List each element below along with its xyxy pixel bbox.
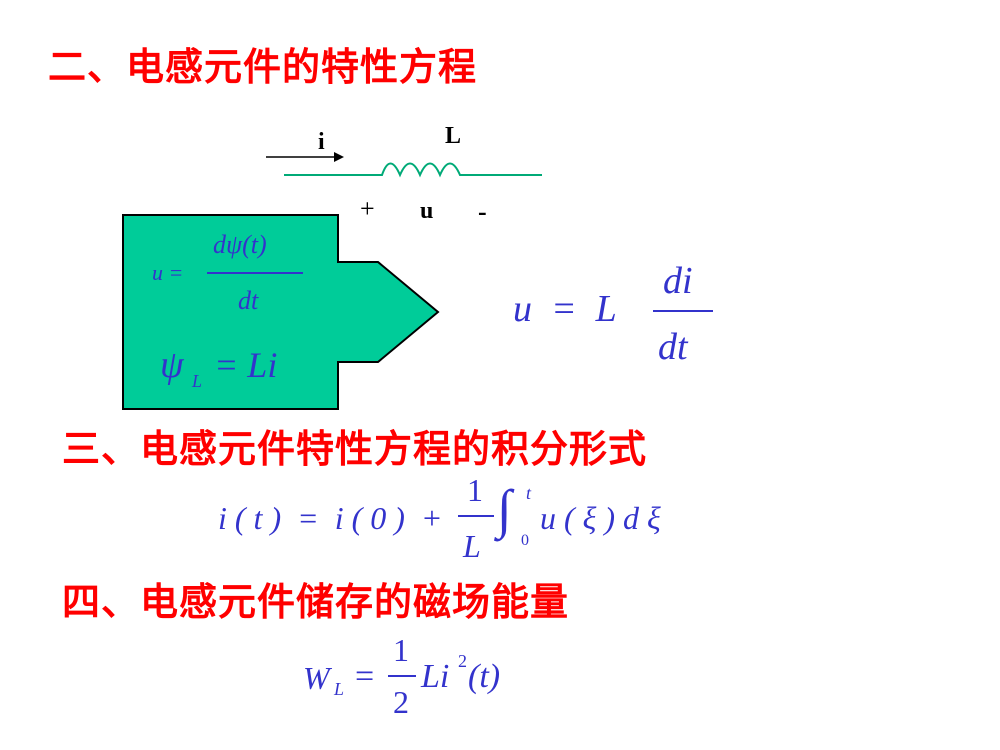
voltage-label: u	[420, 198, 434, 224]
integral-eq-lhs: i ( t ) = i ( 0 ) +	[218, 500, 443, 536]
plus-sign: +	[360, 194, 375, 223]
integral-sign: ∫	[497, 479, 512, 539]
main-eq-numerator: di	[663, 260, 693, 302]
energy-eq-rhs-argument: (t)	[468, 658, 501, 695]
section-heading-4: 四、电感元件储存的磁场能量	[62, 580, 570, 624]
box-eq2-rhs: = Li	[214, 345, 278, 385]
current-label: i	[318, 129, 325, 155]
integral-eq-numerator: 1	[467, 472, 483, 508]
energy-eq-rhs-base: Li	[421, 658, 450, 695]
inductor-label: L	[445, 123, 462, 149]
box-eq1-fraction-bar	[207, 272, 303, 274]
integral-eq-fraction-bar	[458, 515, 494, 517]
box-eq2-subscript: L	[192, 371, 203, 391]
integral-lower-limit: 0	[521, 532, 529, 549]
inductor-circuit-diagram	[266, 152, 542, 178]
box-eq1-lhs: u =	[152, 260, 184, 285]
integral-upper-limit: t	[526, 483, 532, 503]
section-heading-2: 二、电感元件的特性方程	[48, 45, 478, 89]
integral-integrand: u ( ξ ) d ξ	[540, 500, 661, 536]
box-eq2-psi: ψ	[160, 344, 184, 386]
energy-eq-subscript: L	[334, 679, 345, 699]
main-eq-denominator: dt	[658, 326, 688, 368]
energy-eq-denominator: 2	[393, 684, 409, 720]
energy-eq-rhs-superscript: 2	[458, 651, 467, 671]
main-eq-fraction-bar	[653, 310, 713, 312]
main-eq-lhs: u = L	[513, 288, 617, 330]
energy-eq-numerator: 1	[393, 632, 409, 668]
box-eq1-denominator: dt	[238, 286, 259, 315]
current-arrow-head	[334, 152, 344, 162]
integral-eq-denominator: L	[463, 528, 481, 564]
implication-arrow-box	[122, 214, 440, 410]
minus-sign: -	[478, 197, 487, 226]
energy-eq-fraction-bar	[388, 675, 416, 677]
section-heading-3: 三、电感元件特性方程的积分形式	[62, 427, 648, 471]
inductor-coil	[284, 162, 542, 178]
energy-eq-w: W	[303, 660, 330, 696]
energy-eq-equals: =	[355, 658, 375, 695]
box-eq1-numerator: dψ(t)	[213, 230, 267, 259]
